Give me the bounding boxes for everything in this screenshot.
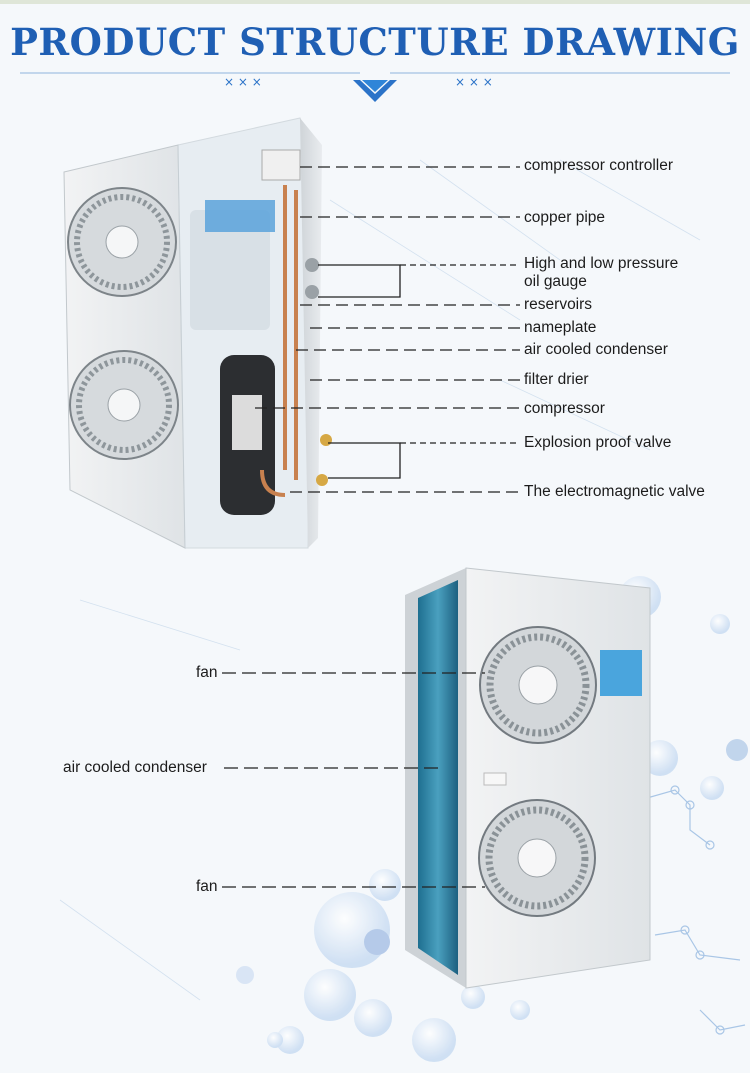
label-air-cooled-condenser-side: air cooled condenser — [63, 759, 207, 776]
label-fan-bottom: fan — [196, 878, 218, 895]
label-reservoirs: reservoirs — [524, 296, 593, 313]
top-unit-image — [63, 117, 332, 549]
fan-icon — [478, 799, 596, 917]
label-fan-top: fan — [196, 664, 218, 681]
label-filter-drier: filter drier — [524, 371, 589, 388]
page-title: PRODUCT STRUCTURE DRAWING — [10, 20, 740, 64]
decorative-bubbles — [236, 576, 748, 1062]
label-nameplate: nameplate — [524, 319, 597, 336]
fan-icon — [479, 626, 597, 744]
decorative-network — [59, 159, 746, 1035]
label-air-cooled-condenser: air cooled condenser — [524, 341, 668, 358]
fan-icon — [67, 187, 177, 297]
label-pressure-gauge-line1: High and low pressure — [524, 255, 679, 272]
label-electromagnetic-valve: The electromagnetic valve — [524, 483, 705, 500]
title-divider: × × × × × × — [20, 72, 730, 102]
svg-text:× × ×: × × × — [224, 75, 262, 89]
label-copper-pipe: copper pipe — [524, 209, 606, 226]
fan-icon — [69, 350, 179, 460]
bottom-unit-image — [405, 567, 651, 989]
svg-text:× × ×: × × × — [455, 75, 493, 89]
label-explosion-proof-valve: Explosion proof valve — [524, 434, 672, 451]
label-compressor-controller: compressor controller — [524, 157, 674, 174]
label-pressure-gauge-line2: oil gauge — [524, 273, 587, 290]
label-compressor: compressor — [524, 400, 605, 417]
